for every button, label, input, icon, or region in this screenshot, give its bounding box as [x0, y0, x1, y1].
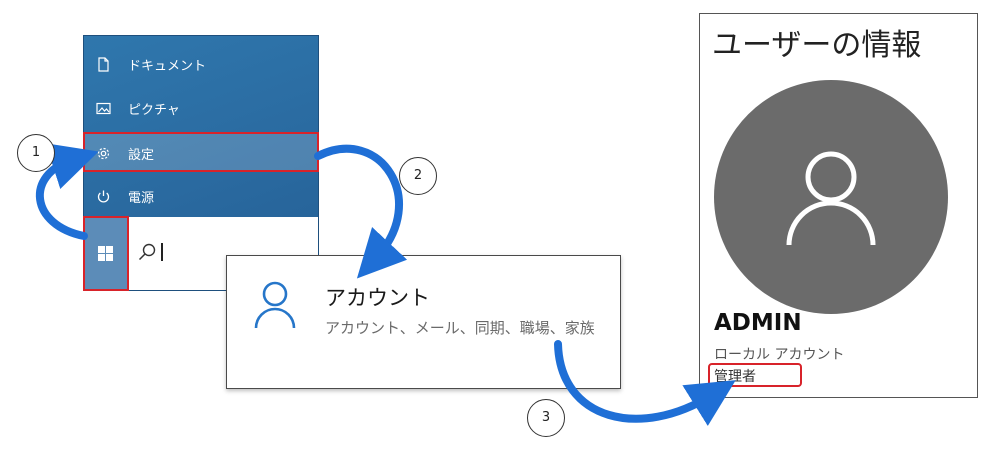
search-icon: [138, 243, 156, 261]
pictures-icon: [96, 102, 111, 115]
start-button-highlight-box: [83, 216, 129, 291]
account-type: ローカル アカウント: [714, 347, 845, 363]
text-caret: [161, 243, 163, 261]
windows-logo-icon: [98, 246, 113, 261]
start-item-label: 設定: [128, 148, 155, 163]
step-marker: 2: [399, 157, 437, 195]
accounts-settings-card[interactable]: アカウント アカウント、メール、同期、職場、家族: [226, 255, 621, 389]
accounts-description: アカウント、メール、同期、職場、家族: [325, 319, 595, 337]
arrow-step-2: [314, 144, 408, 279]
avatar: [714, 80, 948, 314]
step-marker: 3: [527, 399, 565, 437]
start-menu: ドキュメント ピクチャ 設定 電源: [83, 35, 319, 291]
person-icon: [786, 151, 876, 246]
role-highlight-box: [708, 363, 802, 387]
accounts-title: アカウント: [325, 286, 430, 310]
start-item-label: ピクチャ: [128, 103, 180, 118]
user-info-title: ユーザーの情報: [712, 28, 922, 63]
start-item-label: ドキュメント: [128, 59, 207, 74]
start-item-pictures[interactable]: ピクチャ: [84, 89, 318, 127]
start-item-settings[interactable]: 設定: [84, 134, 318, 172]
user-info-panel: ユーザーの情報 ADMIN ローカル アカウント 管理者: [699, 13, 978, 398]
arrow-step-1: [35, 143, 99, 240]
user-name: ADMIN: [714, 310, 802, 336]
power-icon: [97, 190, 110, 203]
start-item-power[interactable]: 電源: [84, 177, 318, 215]
document-icon: [98, 57, 109, 72]
start-item-label: 電源: [128, 191, 155, 206]
settings-highlight-box: [83, 132, 319, 172]
person-icon: [254, 281, 296, 329]
step-marker: 1: [17, 134, 55, 172]
start-button[interactable]: [84, 217, 128, 290]
gear-icon: [97, 147, 110, 160]
start-item-documents[interactable]: ドキュメント: [84, 45, 318, 83]
